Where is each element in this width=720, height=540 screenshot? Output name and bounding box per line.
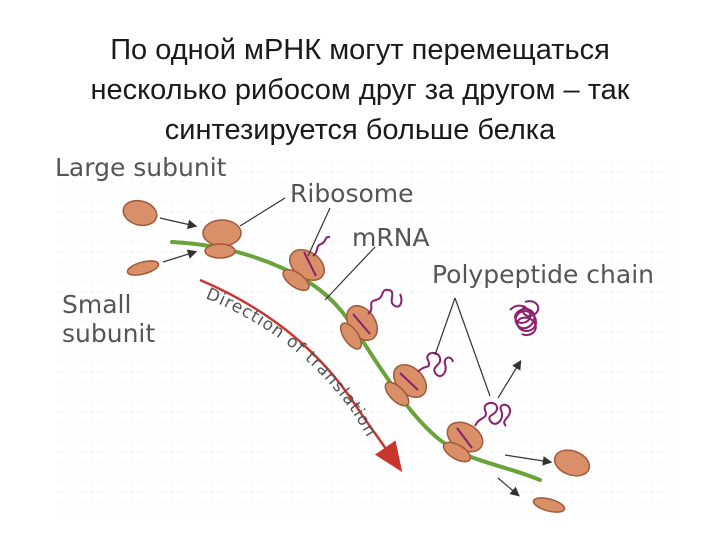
polypeptide-pointer-2: [454, 297, 491, 397]
polypeptide-pointer-1: [434, 297, 456, 356]
released-small-subunit: [532, 497, 566, 513]
small-subunit-entry-arrow: [162, 249, 198, 263]
direction-arrow: [199, 278, 403, 473]
large-subunit-label: Large subunit: [55, 153, 227, 182]
title-line-3: синтезируется больше белка: [164, 114, 556, 146]
mrna-pointer: [324, 246, 376, 301]
free-large-subunit: [122, 199, 158, 227]
released-polypeptide: [509, 300, 540, 336]
ribosome-pointer: [307, 207, 331, 257]
large-subunit-exit-arrow: [504, 454, 553, 466]
polypeptide-release-arrow: [497, 359, 522, 399]
ribosome-4: [384, 352, 454, 407]
ribosome-2: [282, 235, 331, 292]
large-subunit-pointer: [239, 197, 286, 227]
large-subunit-entry-arrow: [159, 217, 198, 230]
ribosome-3: [339, 288, 403, 350]
ribosome-label: Ribosome: [290, 179, 414, 208]
released-large-subunit: [553, 449, 591, 477]
slide-title: По одной мРНК могут перемещаться несколь…: [0, 30, 720, 150]
small-subunit-exit-arrow: [497, 477, 520, 497]
polypeptide-chain-label: Polypeptide chain: [432, 260, 654, 289]
mrna-label: mRNA: [352, 223, 430, 252]
title-line-2: несколько рибосом друг за другом – так: [90, 74, 630, 106]
ribosome-5: [442, 402, 512, 463]
free-small-subunit: [126, 260, 160, 276]
ribosome-1: [202, 219, 242, 259]
small-subunit-label-line-1: Small: [62, 290, 132, 319]
small-subunit-label-line-2: subunit: [62, 319, 156, 348]
title-line-1: По одной мРНК могут перемещаться: [110, 34, 610, 66]
